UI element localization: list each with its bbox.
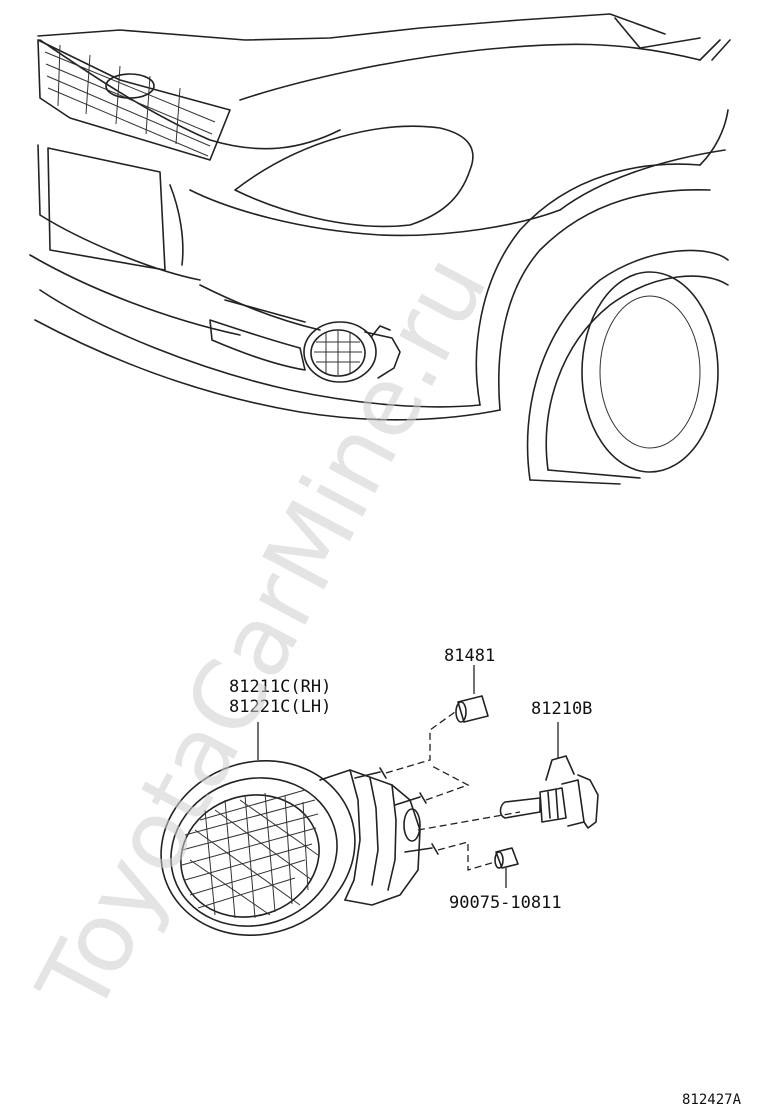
fog-lamp-exploded-view	[160, 665, 599, 937]
nut-90075-10811	[494, 847, 519, 888]
front-wheel	[526, 249, 729, 485]
diagram-id: 812427A	[682, 1092, 742, 1108]
bulb-81210B	[499, 722, 599, 829]
lens-pattern	[181, 789, 319, 919]
headlamp-outline	[234, 125, 474, 228]
fog-lamp-assembly	[160, 759, 439, 937]
clip-81481	[455, 665, 489, 723]
label-bulb: 81210B	[531, 699, 592, 719]
watermark: ToyotaCarMine.ru	[16, 238, 509, 1032]
installed-fog-lamp	[303, 321, 401, 383]
assembly-line-bulb	[417, 811, 521, 831]
label-fog-lamp-lh: 81221C(LH)	[229, 697, 331, 717]
assembly-line-clip	[385, 711, 456, 774]
license-plate-area	[47, 147, 166, 271]
grille	[37, 39, 231, 161]
label-nut: 90075-10811	[449, 893, 562, 913]
assembly-line-nut	[437, 841, 496, 871]
car-front-illustration	[29, 13, 731, 485]
label-fog-lamp-rh: 81211C(RH)	[229, 677, 331, 697]
label-clip: 81481	[444, 646, 495, 666]
